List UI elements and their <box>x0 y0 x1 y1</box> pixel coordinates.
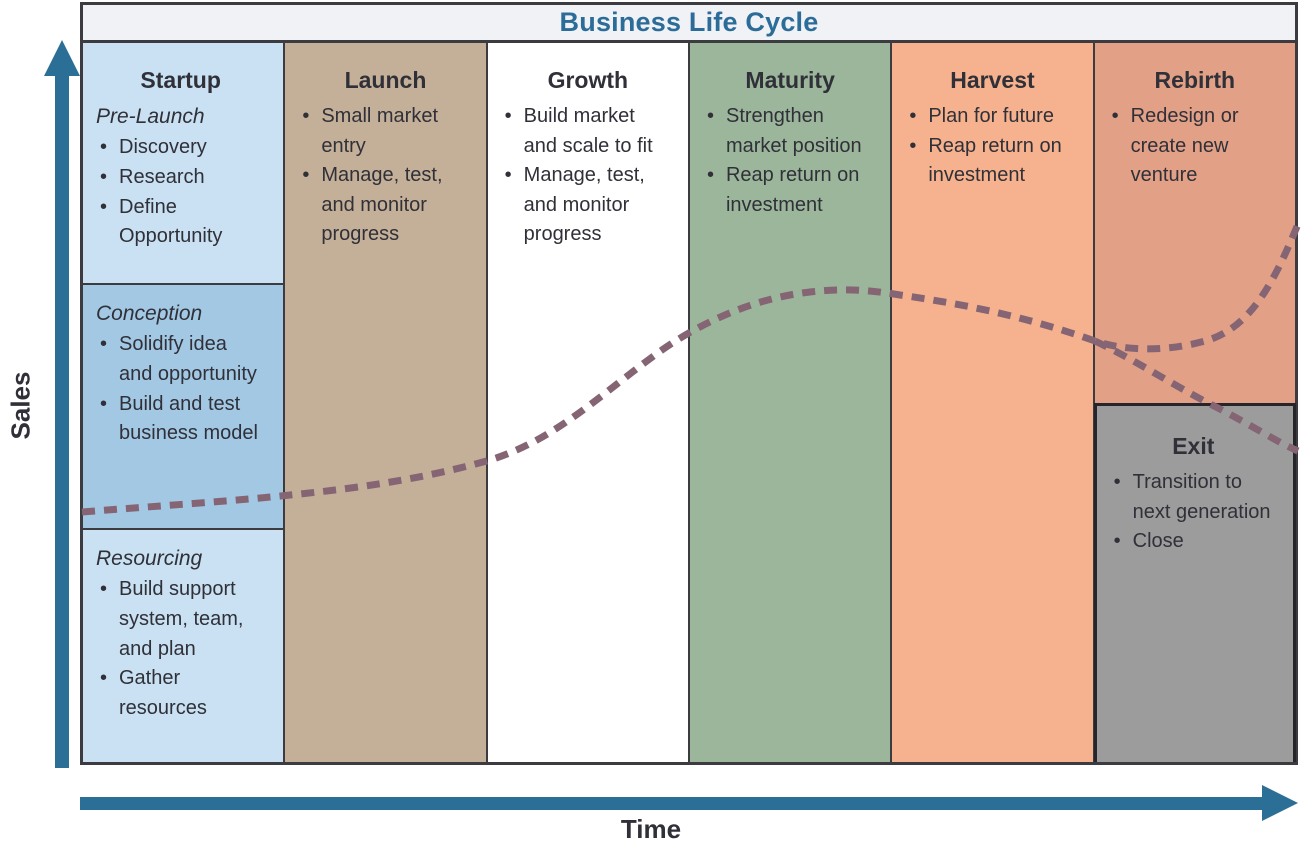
stage-columns: Startup Pre-Launch Discovery Research De… <box>83 43 1296 762</box>
maturity-bullet-list: Strengthen market position Reap return o… <box>703 102 870 220</box>
bullet-item: Reap return on investment <box>703 161 870 220</box>
section-label-resourcing: Resourcing <box>96 547 203 570</box>
stage-header-startup: Startup <box>140 67 221 93</box>
bullet-item: Discovery <box>96 133 265 163</box>
sales-axis-label: Sales <box>5 371 36 439</box>
bullet-item: Build market and scale to fit <box>501 102 668 161</box>
bullet-item: Strengthen market position <box>703 102 870 161</box>
title-bar: Business Life Cycle <box>83 5 1295 43</box>
stage-header-harvest: Harvest <box>950 67 1035 93</box>
exit-bullet-list: Transition to next generation Close <box>1110 468 1277 557</box>
stage-column-startup: Startup Pre-Launch Discovery Research De… <box>83 43 286 762</box>
time-axis-arrow-head-icon <box>1262 785 1298 821</box>
startup-section-prelaunch: Startup Pre-Launch Discovery Research De… <box>83 43 284 283</box>
bullet-item: Research <box>96 163 265 193</box>
plot-frame: Business Life Cycle Startup Pre-Launch D… <box>80 2 1298 765</box>
stage-column-harvest: Harvest Plan for future Reap return on i… <box>892 43 1095 762</box>
sales-axis-label-wrap: Sales <box>0 340 42 470</box>
harvest-bullet-list: Plan for future Reap return on investmen… <box>905 102 1072 191</box>
bullet-item: Close <box>1110 527 1277 557</box>
bullet-item: Plan for future <box>905 102 1072 132</box>
resourcing-bullet-list: Build support system, team, and plan Gat… <box>96 575 265 723</box>
bullet-item: Gather resources <box>96 664 265 723</box>
time-axis-arrow-shaft <box>80 797 1264 810</box>
conception-bullet-list: Solidify idea and opportunity Build and … <box>96 330 265 448</box>
stage-header-launch: Launch <box>344 67 427 93</box>
stage-header-exit: Exit <box>1172 433 1215 459</box>
bullet-item: Build support system, team, and plan <box>96 575 265 664</box>
rebirth-bullet-list: Redesign or create new venture <box>1108 102 1275 191</box>
bullet-item: Define Opportunity <box>96 193 265 252</box>
stage-column-growth: Growth Build market and scale to fit Man… <box>487 43 690 762</box>
stage-column-rebirth: Rebirth Redesign or create new venture E… <box>1093 43 1296 762</box>
bullet-item: Build and test business model <box>96 390 265 449</box>
launch-bullet-list: Small market entry Manage, test, and mon… <box>298 102 465 250</box>
stage-header-rebirth: Rebirth <box>1154 67 1236 93</box>
prelaunch-bullet-list: Discovery Research Define Opportunity <box>96 133 265 251</box>
stage-header-maturity: Maturity <box>745 67 835 93</box>
bullet-item: Manage, test, and monitor progress <box>501 161 668 250</box>
stage-header-growth: Growth <box>547 67 629 93</box>
bullet-item: Manage, test, and monitor progress <box>298 161 465 250</box>
stage-column-maturity: Maturity Strengthen market position Reap… <box>689 43 893 762</box>
startup-section-resourcing: Resourcing Build support system, team, a… <box>83 530 284 724</box>
bullet-item: Small market entry <box>298 102 465 161</box>
exit-box: Exit Transition to next generation Close <box>1093 403 1296 762</box>
section-label-conception: Conception <box>96 302 203 325</box>
stage-column-launch: Launch Small market entry Manage, test, … <box>285 43 488 762</box>
bullet-item: Solidify idea and opportunity <box>96 330 265 389</box>
bullet-item: Transition to next generation <box>1110 468 1277 527</box>
sales-axis-arrow-shaft <box>55 72 69 768</box>
sales-axis-arrow-head-icon <box>44 40 80 76</box>
bullet-item: Reap return on investment <box>905 132 1072 191</box>
section-label-prelaunch: Pre-Launch <box>96 105 205 128</box>
growth-bullet-list: Build market and scale to fit Manage, te… <box>501 102 668 250</box>
time-axis-label: Time <box>620 814 682 844</box>
diagram-title: Business Life Cycle <box>559 7 819 37</box>
startup-section-conception: Conception Solidify idea and opportunity… <box>83 283 284 530</box>
bullet-item: Redesign or create new venture <box>1108 102 1275 191</box>
